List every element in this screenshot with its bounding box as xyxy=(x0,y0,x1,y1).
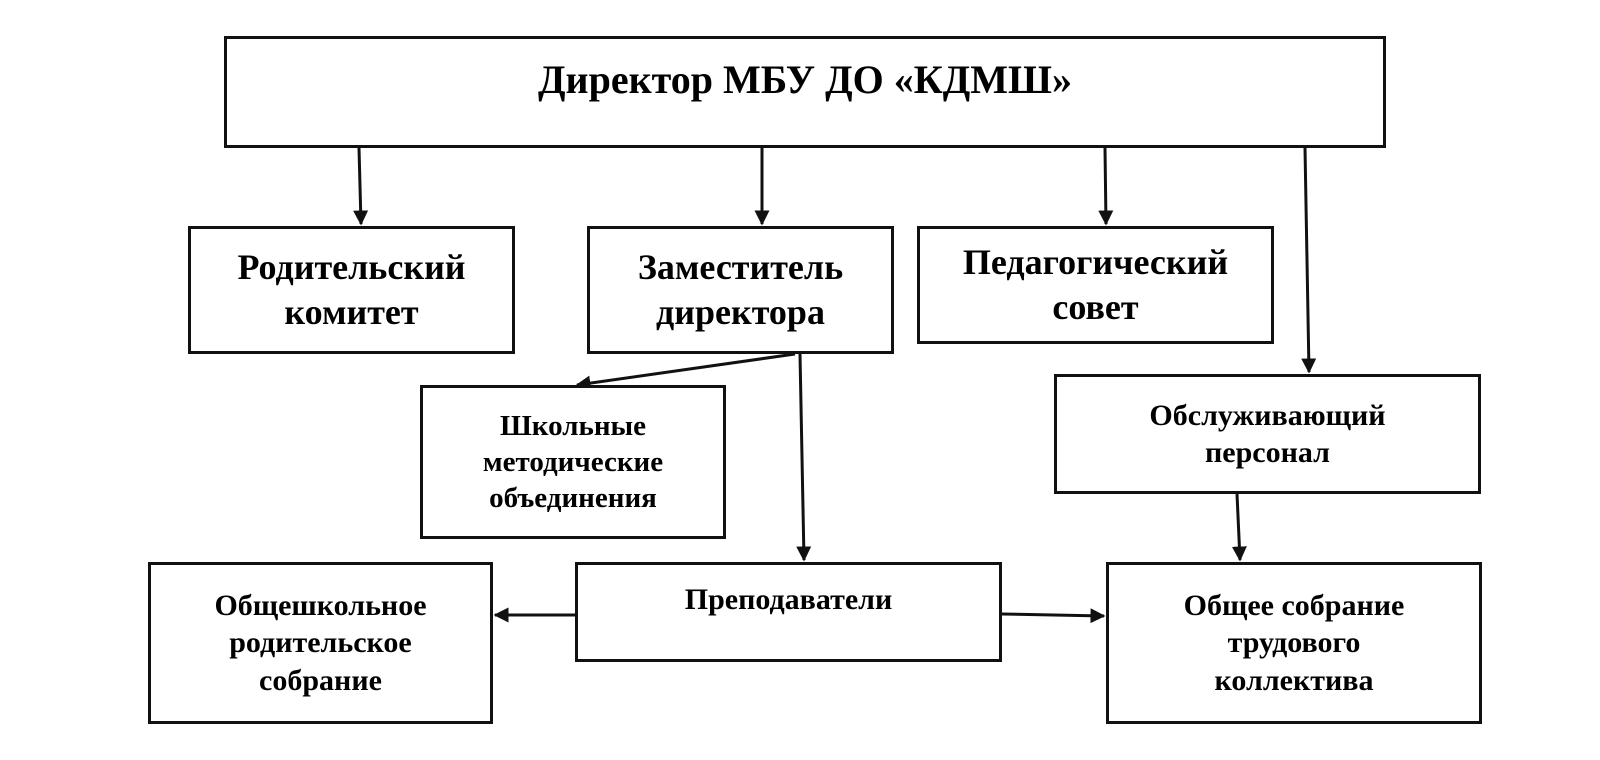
methodical-unions-box: Школьные методические объединения xyxy=(420,385,726,539)
school-parents-meeting-box: Общешкольное родительское собрание xyxy=(148,562,493,724)
director-label: Директор МБУ ДО «КДМШ» xyxy=(538,57,1072,102)
arrow-service-staff-to-staff-general-meeting xyxy=(1231,493,1247,562)
arrow-director-to-ped-council xyxy=(1098,147,1114,226)
teachers-box: Преподаватели xyxy=(575,562,1002,662)
deputy-director-label: Заместитель директора xyxy=(637,247,844,332)
director-box: Директор МБУ ДО «КДМШ» xyxy=(224,36,1386,148)
arrow-director-to-parents-committee xyxy=(353,147,369,226)
arrow-deputy-to-method-unions xyxy=(575,352,796,391)
arrow-teachers-to-staff-general-meeting xyxy=(1001,608,1106,624)
parents-committee-box: Родительский комитет xyxy=(188,226,515,354)
pedagogical-council-label: Педагогический совет xyxy=(962,242,1229,327)
school-parents-meeting-label: Общешкольное родительское собрание xyxy=(214,588,427,697)
arrow-deputy-to-teachers xyxy=(796,353,812,562)
deputy-director-box: Заместитель директора xyxy=(587,226,894,354)
arrow-director-to-service-staff xyxy=(1301,147,1317,374)
pedagogical-council-box: Педагогический совет xyxy=(917,226,1274,344)
teachers-label: Преподаватели xyxy=(684,583,893,616)
methodical-unions-label: Школьные методические объединения xyxy=(482,409,664,515)
staff-general-meeting-box: Общее собрание трудового коллектива xyxy=(1106,562,1482,724)
service-staff-box: Обслуживающий персонал xyxy=(1054,374,1481,494)
service-staff-label: Обслуживающий персонал xyxy=(1149,398,1386,470)
parents-committee-label: Родительский комитет xyxy=(237,247,466,332)
staff-general-meeting-label: Общее собрание трудового коллектива xyxy=(1183,588,1405,697)
